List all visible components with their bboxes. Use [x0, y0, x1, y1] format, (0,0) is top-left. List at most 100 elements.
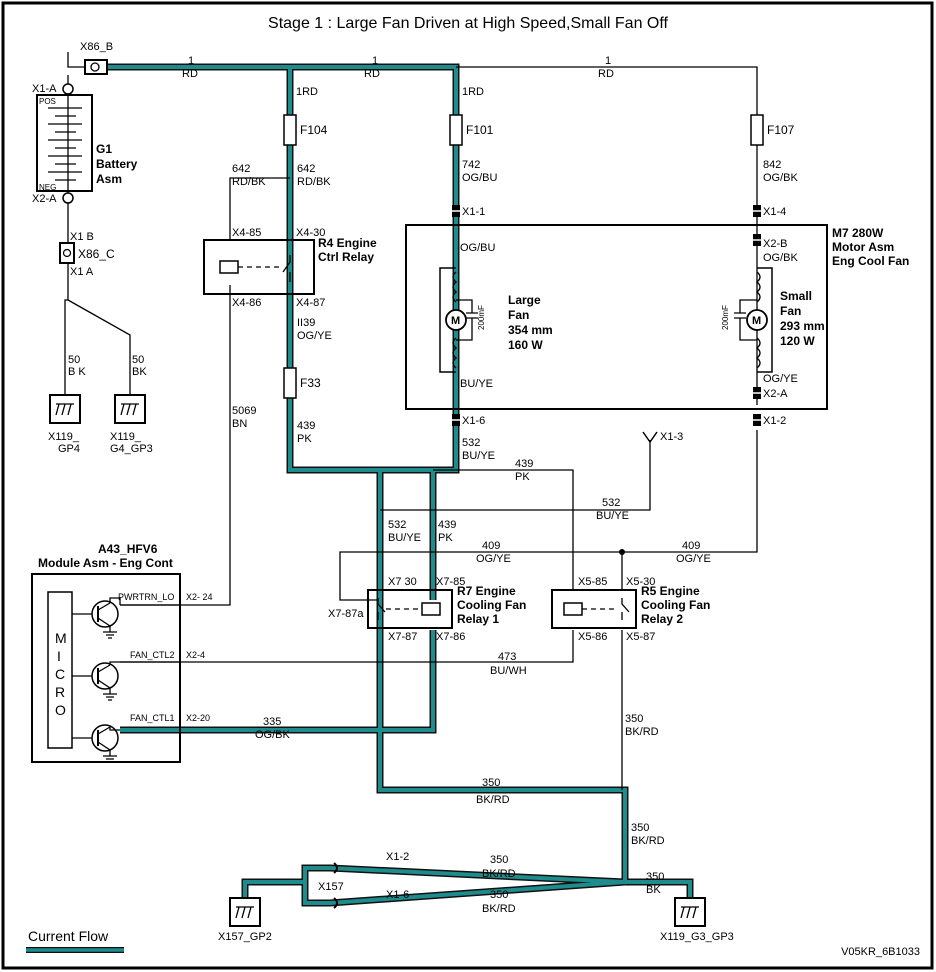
wire-1rd-a: 1RD — [296, 86, 318, 98]
ground-g3-icon — [674, 897, 706, 927]
svg-text:C: C — [55, 666, 65, 682]
svg-text:X1-2: X1-2 — [763, 415, 786, 427]
wire-409-b-num: 409 — [682, 540, 700, 552]
wire-50-b-color: BK — [132, 366, 147, 378]
svg-text:Small: Small — [780, 289, 812, 303]
svg-text:X1-1: X1-1 — [462, 206, 485, 218]
wire-642-b-num: 642 — [297, 163, 315, 175]
svg-text:Ctrl Relay: Ctrl Relay — [318, 250, 374, 264]
svg-text:Eng Cool Fan: Eng Cool Fan — [832, 254, 909, 268]
svg-text:X7-86: X7-86 — [436, 631, 465, 643]
ground-gp4-icon — [49, 394, 81, 424]
wire-350-b-num: 350 — [482, 777, 500, 789]
wire-350-a-color: BK/RD — [625, 726, 659, 738]
svg-text:Relay 1: Relay 1 — [457, 612, 499, 626]
svg-text:Fan: Fan — [508, 308, 529, 322]
wire-rd-3-color: RD — [598, 68, 614, 80]
svg-text:X4-85: X4-85 — [232, 227, 261, 239]
svg-text:X5-86: X5-86 — [578, 631, 607, 643]
svg-text:Fan: Fan — [780, 304, 801, 318]
svg-text:160 W: 160 W — [508, 338, 543, 352]
splice-dot — [619, 549, 625, 555]
wire-439-a-num: 439 — [297, 420, 315, 432]
footer-code: V05KR_6B1033 — [841, 946, 920, 958]
svg-text:354 mm: 354 mm — [508, 323, 553, 337]
wire-335-num: 335 — [263, 716, 281, 728]
relay-r7: X7 30 X7-85 X7-87a X7-87 X7-86 R7 Engine… — [328, 576, 526, 643]
battery-term-a: X1-A — [32, 83, 57, 95]
wire-50-a-num: 50 — [68, 354, 80, 366]
svg-text:X7-85: X7-85 — [436, 576, 465, 588]
wire-473-num: 473 — [498, 651, 516, 663]
svg-text:M: M — [752, 315, 761, 327]
svg-text:M: M — [55, 630, 67, 646]
wire-642-b-color: RD/BK — [297, 176, 331, 188]
wire-439-a-color: PK — [297, 433, 312, 445]
connector-x86c-label: X86_C — [78, 247, 115, 261]
svg-text:X1-6: X1-6 — [462, 415, 485, 427]
ground-gp4-l2: GP4 — [58, 443, 80, 455]
svg-text:F33: F33 — [300, 376, 321, 390]
wire-rd-1-num: 1 — [188, 55, 194, 67]
svg-text:X2-20: X2-20 — [186, 713, 210, 723]
svg-text:I: I — [57, 648, 61, 664]
wire-532-b-color: BU/YE — [596, 510, 629, 522]
svg-text:X5-85: X5-85 — [578, 576, 607, 588]
svg-text:350: 350 — [490, 889, 508, 901]
svg-text:Cooling Fan: Cooling Fan — [457, 598, 526, 612]
wire-532-b-num: 532 — [602, 497, 620, 509]
wire-335-color: OG/BK — [255, 729, 291, 741]
wire-409-a-color: OG/YE — [476, 553, 511, 565]
ground-gp4-l1: X119_ — [48, 431, 80, 443]
wire-532-a-color: BU/YE — [462, 450, 495, 462]
wire-439-b-num: 439 — [515, 458, 533, 470]
svg-text:X2- 24: X2- 24 — [186, 592, 213, 602]
svg-text:X1-4: X1-4 — [763, 206, 786, 218]
svg-text:BK/RD: BK/RD — [482, 868, 516, 880]
svg-text:200mF: 200mF — [721, 305, 730, 330]
svg-text:X2-A: X2-A — [763, 388, 788, 400]
wire-532-c-color: BU/YE — [388, 532, 421, 544]
connector-x86b-label: X86_B — [80, 41, 113, 53]
wire-rd-2-color: RD — [364, 68, 380, 80]
svg-text:F101: F101 — [466, 123, 494, 137]
svg-text:120 W: 120 W — [780, 334, 815, 348]
svg-text:X2-B: X2-B — [763, 238, 787, 250]
wire-50-b-num: 50 — [132, 354, 144, 366]
connector-x1-3 — [642, 431, 658, 444]
connector-x1b: X1 B — [70, 231, 94, 243]
battery-neg: NEG — [39, 183, 56, 192]
ground-gp2-icon — [229, 897, 261, 927]
svg-text:BK/RD: BK/RD — [482, 903, 516, 915]
svg-text:Current Flow: Current Flow — [28, 928, 109, 944]
svg-text:OG/BU: OG/BU — [460, 242, 496, 254]
svg-text:200mF: 200mF — [477, 305, 486, 330]
wire-rd-1-color: RD — [182, 68, 198, 80]
svg-text:X4-86: X4-86 — [232, 297, 261, 309]
ground-g4-l2: G4_GP3 — [110, 443, 153, 455]
svg-text:BU/YE: BU/YE — [460, 378, 493, 390]
svg-text:F104: F104 — [300, 123, 328, 137]
svg-text:FAN_CTL1: FAN_CTL1 — [130, 713, 175, 723]
svg-text:R5 Engine: R5 Engine — [641, 584, 700, 598]
wire-439-c-num: 439 — [438, 519, 456, 531]
module-a43: A43_HFV6 Module Asm - Eng Cont M I C R O — [31, 542, 213, 763]
svg-text:X7-87a: X7-87a — [328, 608, 364, 620]
wire-742-color: OG/BU — [462, 172, 498, 184]
wires — [64, 52, 758, 790]
wire-642-a-color: RD/BK — [232, 176, 266, 188]
wire-473-color: BU/WH — [490, 665, 527, 677]
wire-5069-color: BN — [232, 418, 247, 430]
splice-x157: X157 X1-2 X1-6 350 BK/RD 350 BK/RD 350 B… — [318, 851, 664, 915]
svg-text:BK: BK — [646, 884, 661, 896]
wire-ii39-color: OG/YE — [297, 330, 332, 342]
svg-text:R7 Engine: R7 Engine — [457, 584, 516, 598]
battery-term-b: X2-A — [32, 193, 57, 205]
relay-r5: X5-85 X5-30 X5-86 X5-87 R5 Engine Coolin… — [551, 576, 710, 643]
wire-350-c-num: 350 — [631, 822, 649, 834]
ground-g3-label: X119_G3_GP3 — [660, 931, 734, 943]
ground-gp2-label: X157_GP2 — [218, 931, 272, 943]
